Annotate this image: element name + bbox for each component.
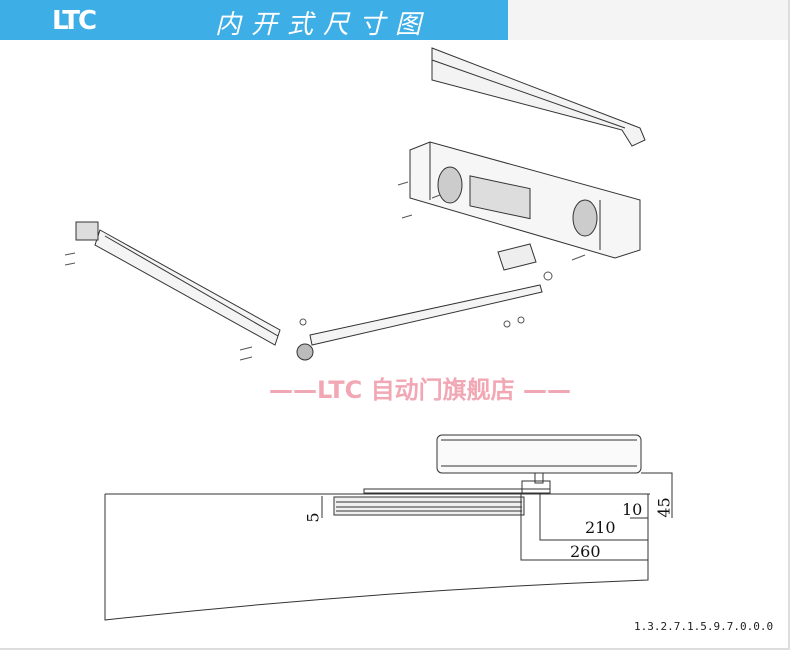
watermark: ——LTC 自动门旗舰店 —— (268, 376, 571, 404)
bracket-block (497, 243, 537, 271)
operator-body (409, 141, 641, 259)
phone-number: 1.3.2.7.1.5.9.7.0.0.0 (634, 620, 774, 633)
page-title: 内开式尺寸图 (215, 10, 432, 40)
dim-260: 260 (570, 542, 601, 561)
header-bar: LTC 内开式尺寸图 (0, 0, 508, 40)
dim-10: 10 (622, 500, 643, 519)
header-filler (508, 0, 790, 40)
cover-part (431, 47, 646, 147)
side-view (104, 434, 673, 621)
screws (64, 181, 586, 361)
slide-track (75, 221, 281, 346)
dim-5: 5 (303, 512, 323, 523)
dim-45: 45 (654, 497, 674, 518)
dim-210: 210 (585, 518, 616, 537)
arm (296, 284, 543, 361)
logo: LTC (52, 6, 97, 36)
